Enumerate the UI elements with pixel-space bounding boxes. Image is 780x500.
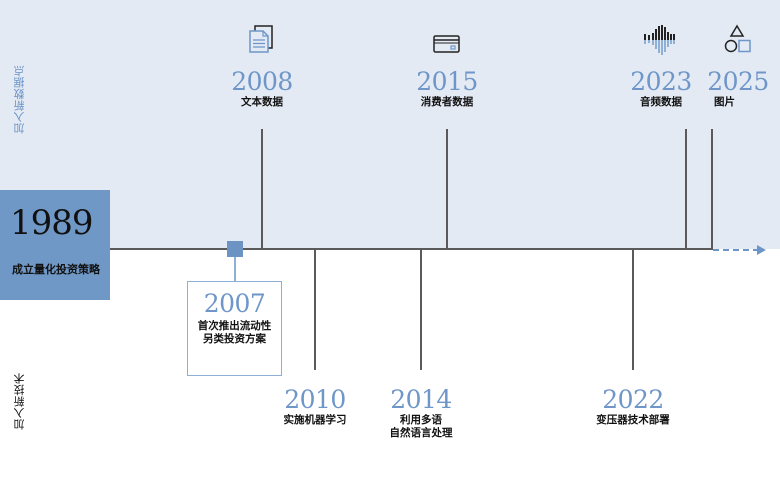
year-label: 2014 (390, 385, 452, 414)
data-point-2023: 2023 音频数据 (601, 68, 721, 109)
sound-wave-icon (644, 25, 675, 55)
year-label: 2007 (203, 289, 266, 318)
connector-2022 (632, 250, 634, 370)
timeline-future-dashed (713, 249, 759, 251)
side-label-data-points: 加入新数据点 (13, 65, 26, 134)
description-label: 变压器技术部署 (596, 414, 670, 426)
connector-2007 (234, 257, 236, 281)
credit-card-icon (433, 35, 460, 53)
document-icon (249, 25, 273, 53)
description-label: 图片 (714, 96, 735, 108)
description-label: 文本数据 (241, 96, 283, 108)
technology-2022: 2022 变压器技术部署 (573, 386, 693, 427)
description-label: 音频数据 (640, 96, 682, 108)
description-line: 另类投资方案 (203, 333, 266, 345)
description-line: 利用多语 (400, 414, 442, 426)
year-label: 2008 (231, 67, 293, 96)
description-label: 实施机器学习 (283, 414, 347, 426)
year-label: 2022 (602, 385, 664, 414)
shapes-icon (724, 24, 751, 53)
technology-2014: 2014 利用多语 自然语言处理 (361, 386, 481, 440)
connector-2014 (420, 250, 422, 370)
description-line: 首次推出流动性 (197, 320, 272, 332)
description-label: 消费者数据 (420, 96, 474, 108)
data-point-2015: 2015 消费者数据 (387, 68, 507, 109)
year-label: 2010 (284, 385, 346, 414)
description-label: 首次推出流动性 另类投资方案 (188, 320, 281, 346)
connector-2015 (446, 129, 448, 249)
connector-2023 (685, 129, 687, 249)
year-label: 2023 (630, 67, 692, 96)
technology-2010: 2010 实施机器学习 (255, 386, 375, 427)
description-label: 利用多语 自然语言处理 (361, 414, 481, 440)
year-label: 2025 (707, 67, 769, 96)
marker-2007 (227, 241, 243, 257)
arrow-right-icon (757, 245, 766, 255)
origin-box-1989: 1989 成立量化投资策略 (0, 190, 110, 300)
timeline-axis (110, 248, 713, 250)
data-point-2025: 2025 图片 (678, 68, 780, 109)
description-line: 自然语言处理 (389, 427, 453, 439)
connector-2010 (314, 250, 316, 370)
data-point-2008: 2008 文本数据 (202, 68, 322, 109)
technology-box-2007: 2007 首次推出流动性 另类投资方案 (187, 281, 282, 376)
origin-description: 成立量化投资策略 (12, 263, 100, 276)
connector-2025 (711, 129, 713, 249)
connector-2008 (261, 129, 263, 249)
side-label-technologies: 加入新技术 (13, 372, 26, 431)
year-label: 2015 (416, 67, 478, 96)
origin-year: 1989 (10, 203, 94, 243)
